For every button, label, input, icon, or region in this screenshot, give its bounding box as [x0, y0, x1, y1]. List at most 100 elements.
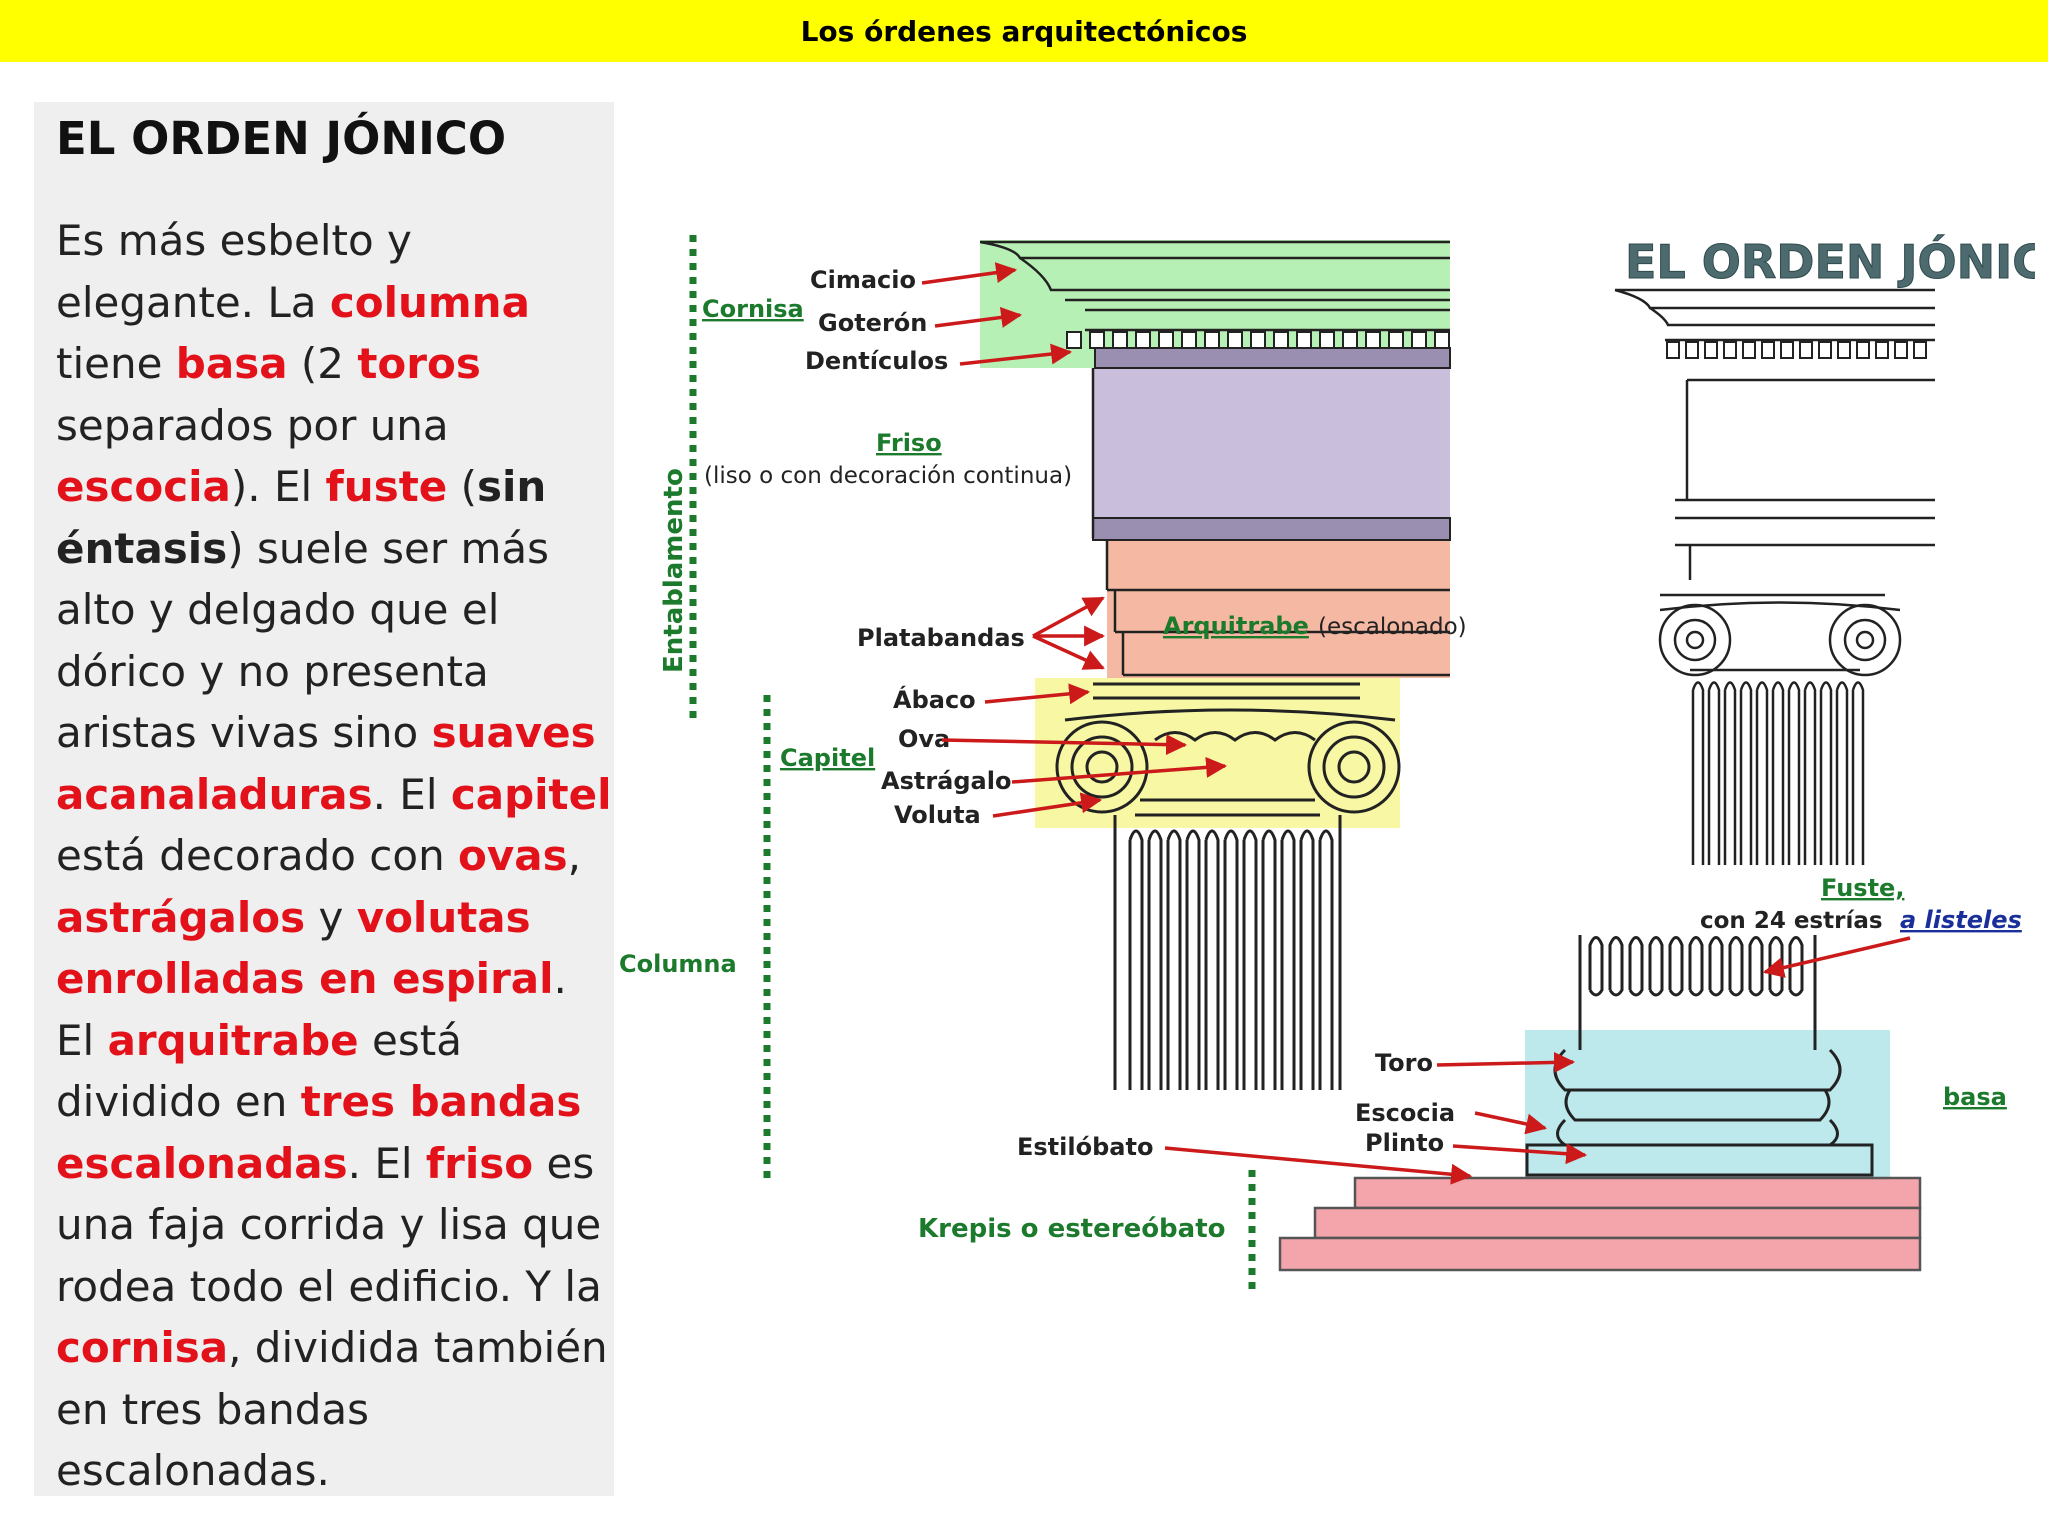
- dentil-band: [1094, 347, 1451, 369]
- panel-text-segment: fuste: [325, 462, 448, 511]
- panel-text-segment: toros: [357, 339, 481, 388]
- panel-text-segment: es una faja corrida y lisa que rodea tod…: [56, 1138, 602, 1311]
- panel-text-segment: ). El: [230, 462, 326, 511]
- panel-text-segment: suaves acanaladuras: [56, 708, 596, 819]
- label-plinto: Plinto: [1365, 1129, 1444, 1157]
- diagram-heading: EL ORDEN JÓNICO: [1625, 235, 2035, 289]
- label-estilobato: Estilóbato: [1017, 1133, 1153, 1161]
- flute: [1185, 829, 1201, 1090]
- panel-text-segment: está dividido en: [56, 1015, 462, 1127]
- panel-text-segment: escocia: [56, 462, 231, 511]
- label-friso-note: (liso o con decoración continua): [704, 463, 1072, 489]
- label-escocia: Escocia: [1355, 1099, 1455, 1127]
- brackets: [689, 235, 1256, 1290]
- dentil: [1112, 331, 1128, 349]
- dentil: [1818, 341, 1832, 359]
- label-columna: Columna: [619, 950, 737, 978]
- panel-text-segment: (2: [287, 339, 358, 388]
- dentil: [1913, 341, 1927, 359]
- label-basa: basa: [1943, 1083, 2007, 1111]
- flute: [1739, 681, 1753, 865]
- flute: [1728, 936, 1744, 997]
- cornice-mouldings: [979, 240, 1450, 332]
- dentil: [1666, 341, 1680, 359]
- panel-text-segment: ,: [567, 831, 581, 880]
- panel-text-segment: cornisa: [56, 1323, 229, 1372]
- dentil: [1296, 331, 1312, 349]
- label-fuste: Fuste,: [1821, 874, 1904, 902]
- dentil: [1227, 331, 1243, 349]
- flute: [1787, 681, 1801, 865]
- label-arquitrabe-note: (escalonado): [1318, 614, 1467, 640]
- label-friso: Friso: [876, 429, 942, 457]
- panel-text-segment: astrágalos: [56, 892, 306, 942]
- panel-text-segment: Es más esbelto y elegante. La: [56, 216, 412, 327]
- flute: [1648, 936, 1664, 997]
- labels: Cimacio Cornisa Goterón Dentículos Friso…: [619, 266, 2022, 1244]
- flute: [1691, 681, 1705, 865]
- dentil: [1089, 331, 1105, 349]
- frieze-band: [1092, 517, 1451, 541]
- flute: [1851, 681, 1865, 865]
- label-abaco: Ábaco: [893, 685, 976, 714]
- dentil: [1204, 331, 1220, 349]
- panel-text-segment: basa: [175, 339, 288, 388]
- header-title: Los órdenes arquitectónicos: [800, 14, 1248, 48]
- text-panel: EL ORDEN JÓNICO Es más esbelto y elegant…: [34, 102, 614, 1496]
- architrave-fasciae: [1105, 540, 1450, 677]
- panel-text-segment: friso: [425, 1138, 534, 1188]
- column-shaft: [1113, 815, 1342, 1090]
- panel-text-segment: separados por una: [56, 400, 449, 450]
- panel-text-segment: . El: [347, 1138, 426, 1188]
- flute: [1788, 936, 1804, 997]
- architrave-zone: [1107, 538, 1450, 678]
- dentil: [1250, 331, 1266, 349]
- label-entablamento: Entablamento: [659, 468, 689, 673]
- secondary-dentils: [1666, 341, 1927, 359]
- flute: [1748, 936, 1764, 997]
- label-toro: Toro: [1375, 1049, 1433, 1077]
- dentil: [1135, 331, 1151, 349]
- label-arquitrabe: Arquitrabe: [1163, 612, 1309, 640]
- panel-text-segment: tiene: [56, 339, 176, 388]
- dentil: [1780, 341, 1794, 359]
- flute: [1261, 829, 1277, 1090]
- frieze-zone: [1093, 368, 1450, 538]
- flute: [1628, 936, 1644, 997]
- secondary-capital: [1614, 288, 1935, 677]
- panel-body: Es más esbelto y elegante. La columna ti…: [56, 210, 616, 1502]
- panel-text-segment: capitel: [450, 769, 612, 819]
- flute: [1588, 936, 1604, 997]
- flute: [1803, 681, 1817, 865]
- dentil: [1799, 341, 1813, 359]
- label-voluta: Voluta: [894, 801, 981, 829]
- label-cimacio: Cimacio: [810, 266, 916, 294]
- label-denticulos: Dentículos: [805, 347, 948, 375]
- label-cornisa: Cornisa: [702, 295, 804, 323]
- panel-text-segment: y: [305, 892, 357, 942]
- flute: [1204, 829, 1220, 1090]
- label-krepis: Krepis o estereóbato: [918, 1214, 1226, 1244]
- label-listeles: a listeles: [1900, 906, 2022, 934]
- flute: [1707, 681, 1721, 865]
- dentil: [1158, 331, 1174, 349]
- label-platabandas: Platabandas: [857, 624, 1025, 652]
- panel-text-segment: (: [447, 462, 478, 511]
- panel-text-segment: ) suele ser más alto y delgado que el dó…: [56, 523, 550, 758]
- base-shaft: [1578, 935, 1817, 1050]
- label-astragalo: Astrágalo: [881, 767, 1011, 795]
- dentil: [1685, 341, 1699, 359]
- flute: [1708, 936, 1724, 997]
- label-capitel: Capitel: [780, 744, 875, 772]
- flute: [1299, 829, 1315, 1090]
- flute: [1166, 829, 1182, 1090]
- label-ova: Ova: [898, 725, 950, 753]
- capital-zone: [1035, 678, 1400, 828]
- label-goteron: Goterón: [818, 309, 927, 337]
- dentil: [1723, 341, 1737, 359]
- dentil: [1342, 331, 1358, 349]
- header-bar: Los órdenes arquitectónicos: [0, 0, 2048, 62]
- dentil: [1704, 341, 1718, 359]
- flute: [1242, 829, 1258, 1090]
- panel-text-segment: . El: [372, 769, 451, 819]
